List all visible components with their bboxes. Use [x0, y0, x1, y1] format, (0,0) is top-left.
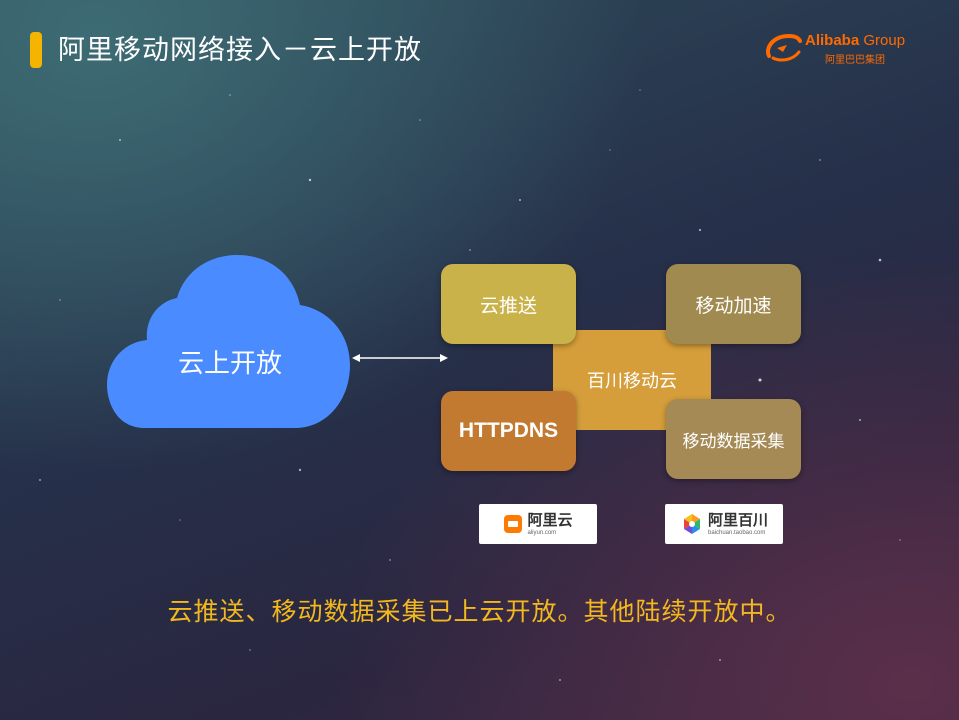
aliyun-name: 阿里云 [527, 510, 573, 529]
baichuan-logo-icon [683, 514, 700, 534]
logo-chinese: 阿里巴巴集团 [825, 55, 885, 66]
cloud-label: 云上开放 [177, 349, 282, 379]
mobile-acceleration-box: 移动加速 [666, 264, 801, 344]
cloud-push-box: 云推送 [441, 264, 576, 344]
alibaba-group-logo: Alibaba Group 阿里巴巴集团 [763, 28, 943, 68]
logo-english: Alibaba Group [805, 32, 906, 49]
mobile-data-collection-box: 移动数据采集 [666, 399, 801, 479]
aliyun-logo-icon [504, 515, 523, 533]
aliyun-badge: 阿里云 aliyun.com [479, 504, 597, 544]
baichuan-name: 阿里百川 [707, 510, 768, 529]
httpdns-box: HTTPDNS [441, 391, 576, 471]
baichuan-url: baichuan.taobao.com [707, 529, 766, 536]
page-title: 阿里移动网络接入－云上开放 [58, 35, 422, 66]
bidirectional-arrow-icon [352, 354, 448, 362]
title-accent-bar [30, 32, 42, 68]
alibaba-smile-icon [766, 33, 802, 62]
baichuan-badge: 阿里百川 baichuan.taobao.com [665, 504, 783, 544]
aliyun-url: aliyun.com [527, 529, 557, 536]
baichuan-mobile-cloud-box: 百川移动云 [553, 330, 711, 430]
footer-note: 云推送、移动数据采集已上云开放。其他陆续开放中。 [167, 597, 792, 626]
cloud-shape [107, 255, 350, 428]
